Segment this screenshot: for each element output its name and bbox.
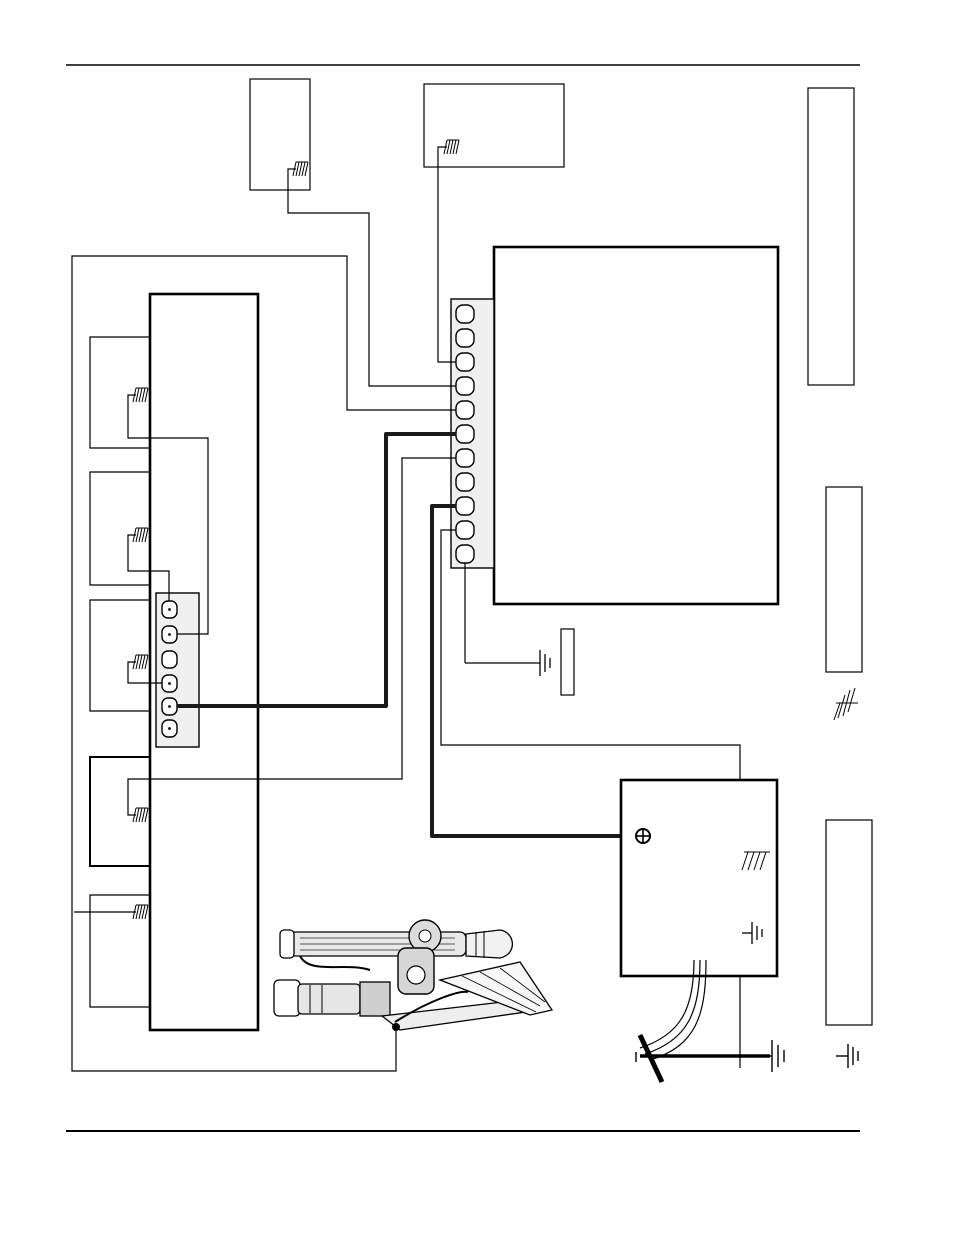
right-legend-box-top — [807, 87, 855, 386]
chassis-ground-icon — [292, 161, 309, 177]
ground-bus-box — [464, 563, 575, 696]
chassis-ground-icon — [132, 527, 149, 543]
left-sub-box-2 — [89, 471, 150, 586]
earth-ground-icon — [742, 922, 763, 944]
plasma-power-supply-box — [619, 778, 779, 1061]
left-sub-box-5 — [89, 894, 150, 1008]
chassis-ground-icon — [741, 851, 770, 871]
top-center-box — [423, 83, 565, 168]
controller-ground-bar — [155, 592, 200, 748]
chassis-ground-icon — [443, 139, 460, 155]
controller-ground-terminals — [161, 600, 178, 738]
chassis-ground-icon — [132, 807, 149, 823]
left-sub-box-1 — [89, 336, 150, 449]
right-legend-box-bottom — [825, 819, 873, 1026]
power-supply-box — [492, 245, 780, 606]
left-sub-box-4 — [89, 756, 150, 867]
terminal-block — [455, 304, 475, 564]
heavy-cables — [177, 432, 643, 838]
work-clamp-icon — [392, 1023, 400, 1031]
positive-terminal-icon — [635, 828, 651, 844]
torch-lifter-illustration — [273, 919, 554, 1031]
earth-ground-icon — [539, 650, 551, 676]
chassis-ground-icon — [132, 387, 149, 403]
earth-ground-icon — [740, 1040, 785, 1072]
chassis-ground-icon — [833, 687, 858, 721]
right-legend-box-middle — [825, 486, 863, 673]
earth-ground-icon — [836, 1044, 859, 1068]
top-left-small-box — [249, 78, 311, 191]
left-sub-box-3 — [89, 599, 150, 712]
ground-rod — [635, 1033, 785, 1084]
